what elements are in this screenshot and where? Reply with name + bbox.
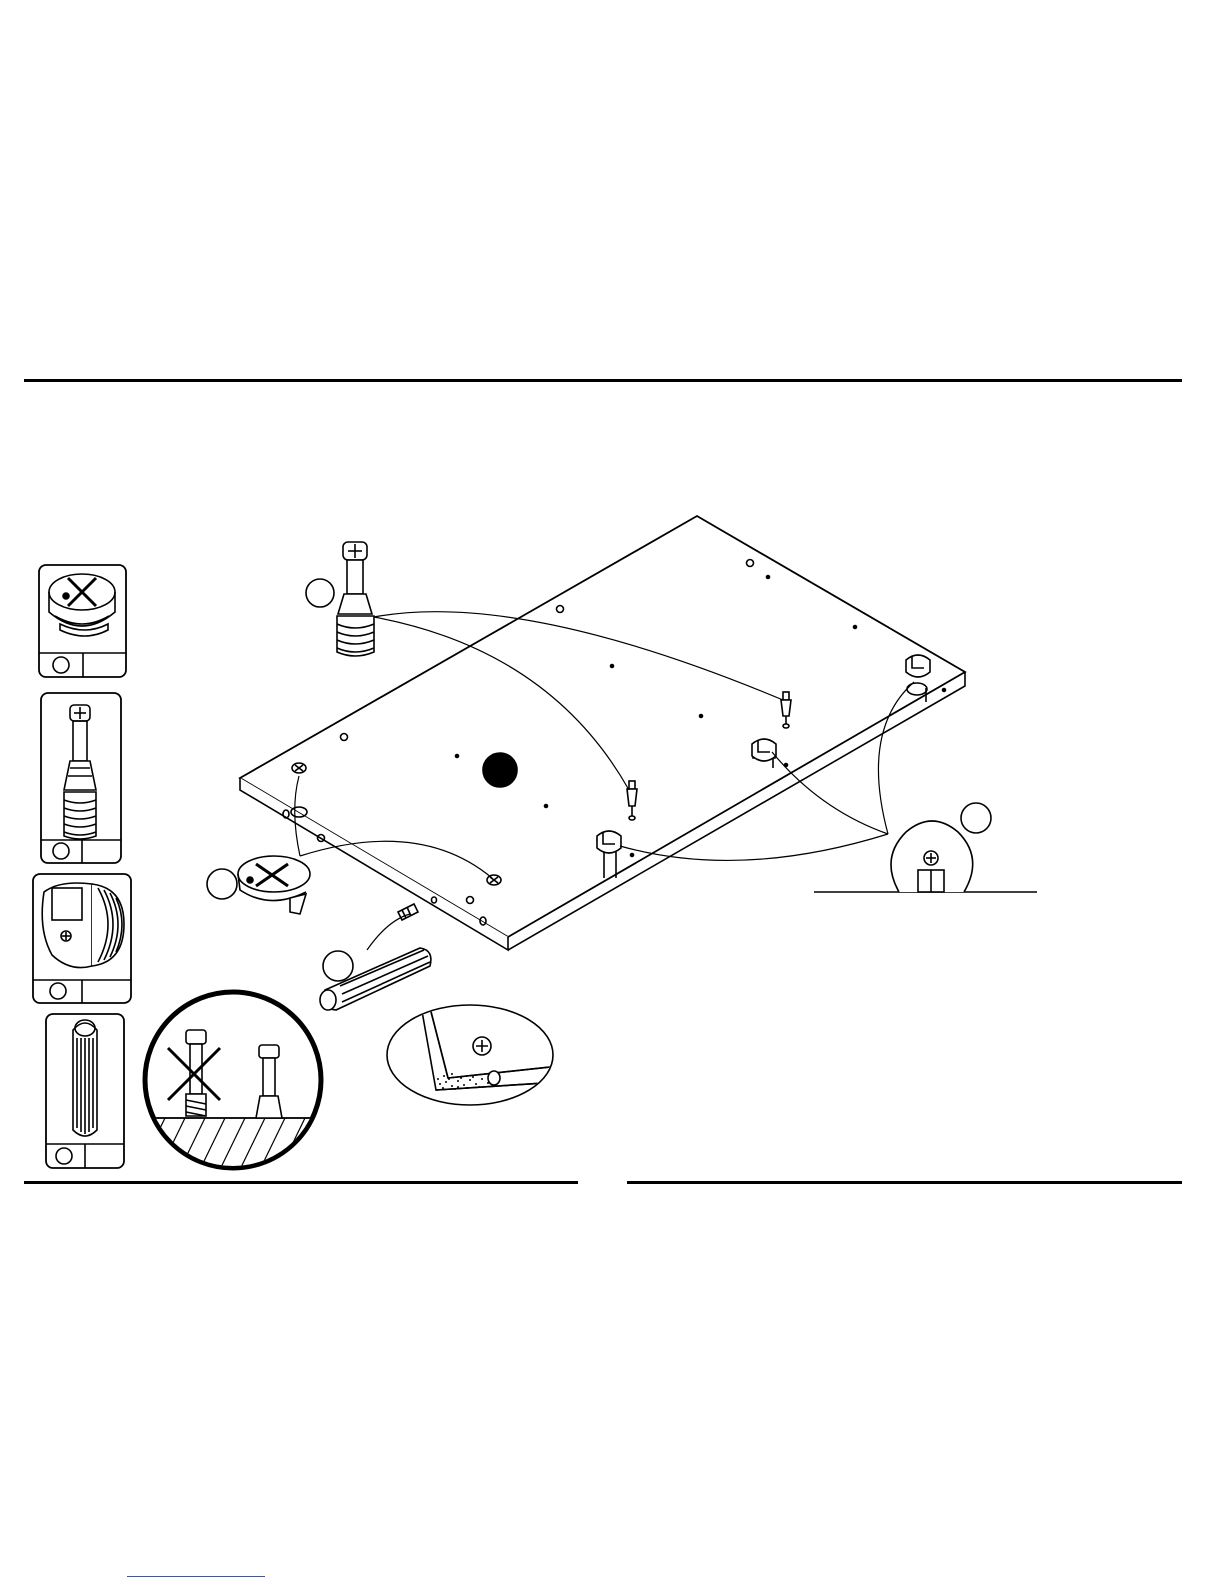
- cam-lock-part: [39, 565, 126, 677]
- wooden-dowel-icon: [73, 1020, 97, 1136]
- cam-lock-installed: [487, 875, 501, 885]
- drawer-cam-icon: [42, 883, 124, 968]
- dowel-callout: [320, 948, 431, 1010]
- cam-bolt-part: [41, 693, 121, 863]
- part-label-circle: [53, 843, 69, 859]
- cam-lock-icon: [49, 574, 115, 636]
- edge-finish-detail: [387, 1000, 560, 1105]
- drawer-cam-part: [33, 874, 131, 1003]
- wrong-right-bolt-depth-detail: [130, 992, 330, 1190]
- step-number-marker: [483, 753, 517, 787]
- cam-bolt-icon: [64, 705, 96, 839]
- cam-lock-callout: [207, 856, 310, 914]
- bottom-link-underline[interactable]: [127, 1576, 265, 1577]
- part-label-circle: [53, 657, 69, 673]
- part-label-circle: [50, 983, 66, 999]
- wooden-dowel-part: [46, 1014, 124, 1168]
- part-label-circle: [56, 1148, 72, 1164]
- cam-bolt-callout: [306, 542, 374, 656]
